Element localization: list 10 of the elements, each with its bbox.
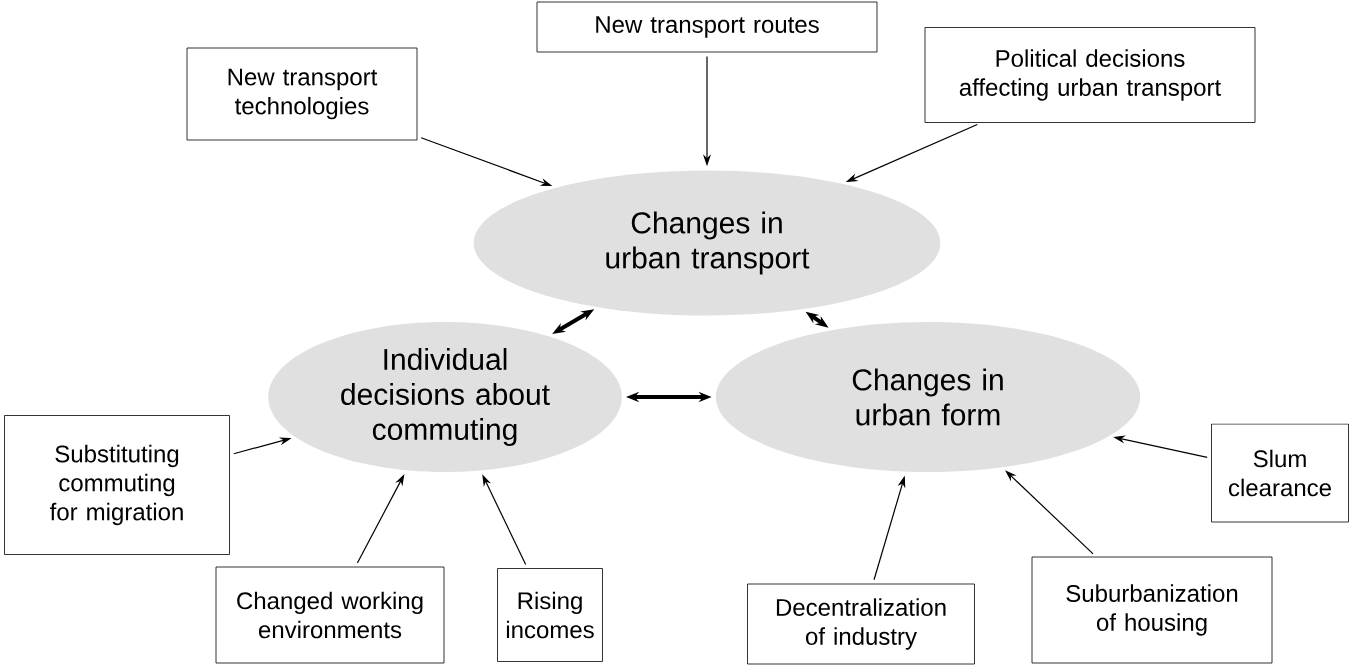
factor-box: Political decisions affecting urban transport [924, 27, 1256, 123]
factor-box: Rising incomes [497, 568, 603, 662]
factor-box: Slum clearance [1211, 423, 1349, 523]
factor-box: Suburbanization of housing [1031, 556, 1273, 664]
factor-box: Changed working environments [215, 566, 445, 664]
factor-box: Decentralization of industry [747, 583, 975, 665]
arrow [1005, 470, 1094, 555]
factor-box: New transport routes [536, 1, 878, 53]
factor-box: New transport technologies [186, 47, 418, 141]
factor-box: Substituting commuting for migration [4, 415, 230, 555]
